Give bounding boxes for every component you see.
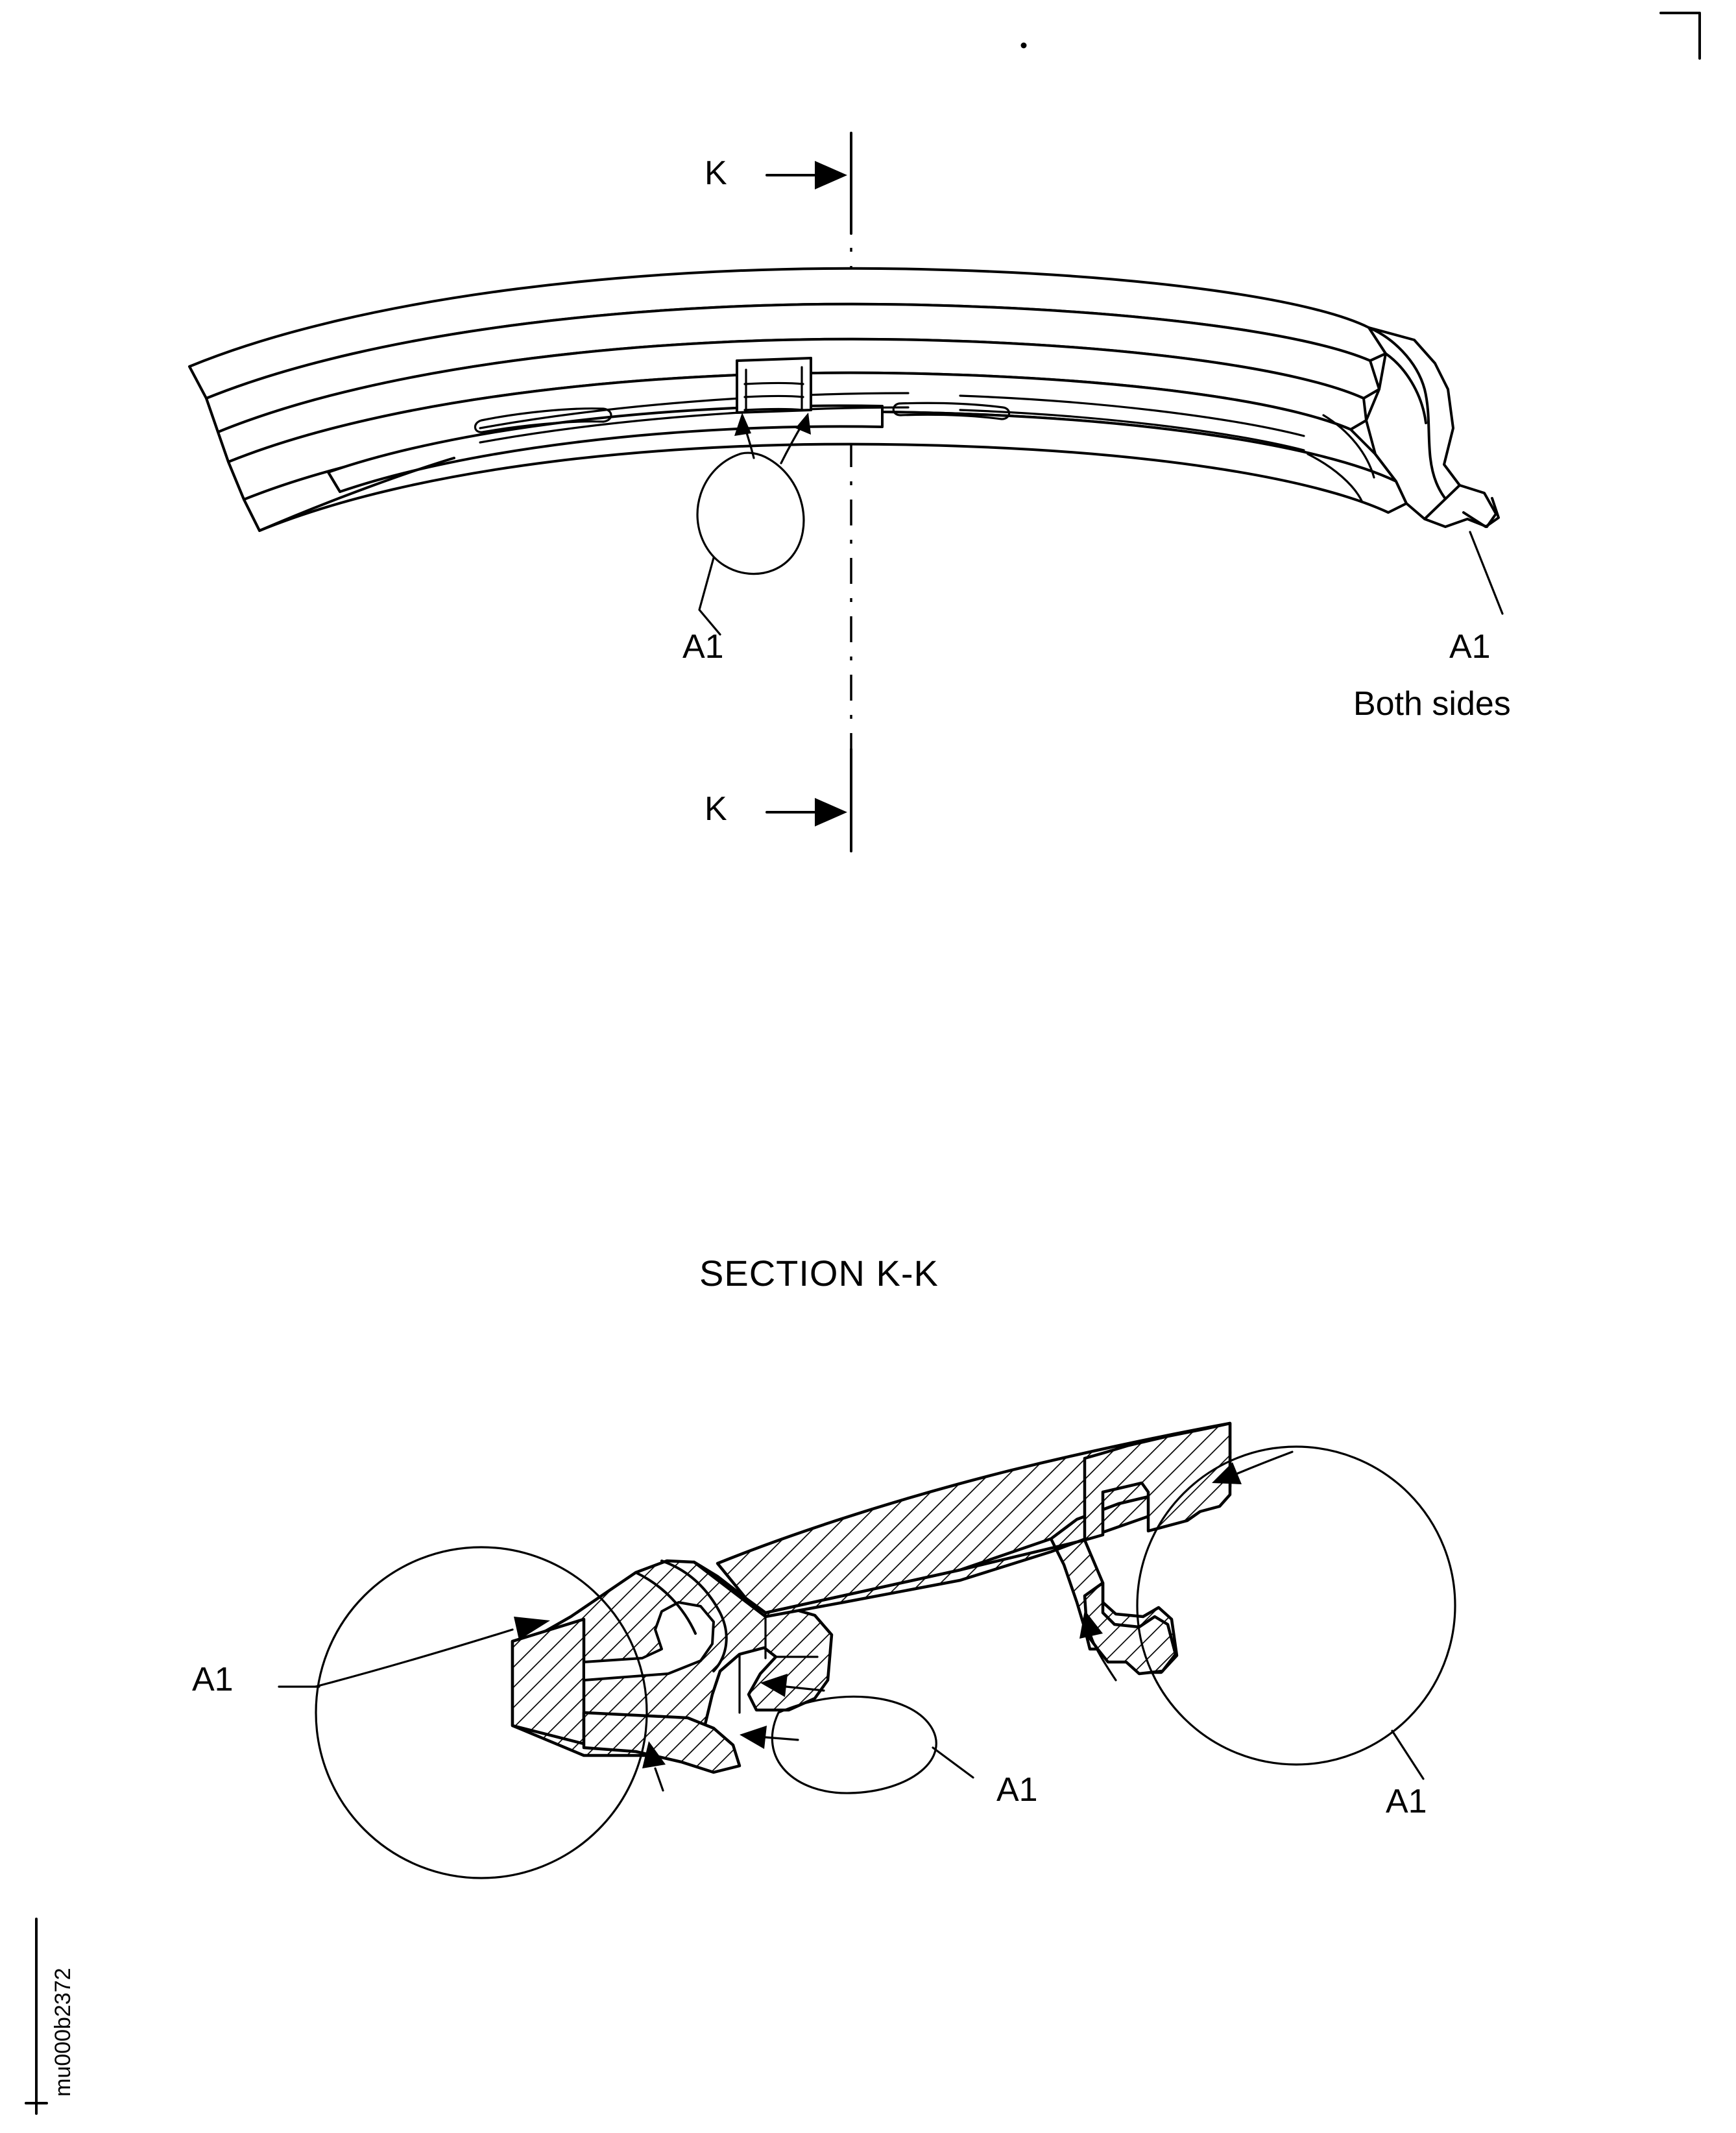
top-view-callout-right-note: Both sides <box>1353 685 1511 723</box>
section-callout-circle-left <box>278 1546 648 1879</box>
section-callout-balloon-middle <box>771 1695 974 1794</box>
top-view-right-callout-leader <box>1469 531 1504 615</box>
section-title: SECTION K-K <box>699 1253 939 1294</box>
section-profile <box>511 1421 1232 1774</box>
section-callout-circle-right <box>1136 1445 1456 1780</box>
section-arrow-top <box>766 132 852 235</box>
section-arrow-bottom <box>766 748 852 852</box>
section-callout-right-label: A1 <box>1386 1783 1427 1820</box>
section-callout-left-label: A1 <box>192 1661 234 1698</box>
figure-code-rule <box>25 1918 48 2115</box>
section-mark-label-top: K <box>705 154 727 192</box>
top-view-callout-right-label: A1 <box>1449 628 1491 666</box>
section-arrows <box>314 1451 1294 1792</box>
top-view-center-callout-leader <box>696 413 811 636</box>
section-mark-label-bottom: K <box>705 790 727 828</box>
top-view-callout-center-label: A1 <box>682 628 724 666</box>
top-view-panel <box>188 267 1500 532</box>
crop-mark-top-right <box>1659 12 1701 60</box>
figure-code: mu000b2372 <box>51 1968 75 2097</box>
registration-dot <box>1020 42 1027 49</box>
section-callout-middle-label: A1 <box>996 1771 1038 1809</box>
